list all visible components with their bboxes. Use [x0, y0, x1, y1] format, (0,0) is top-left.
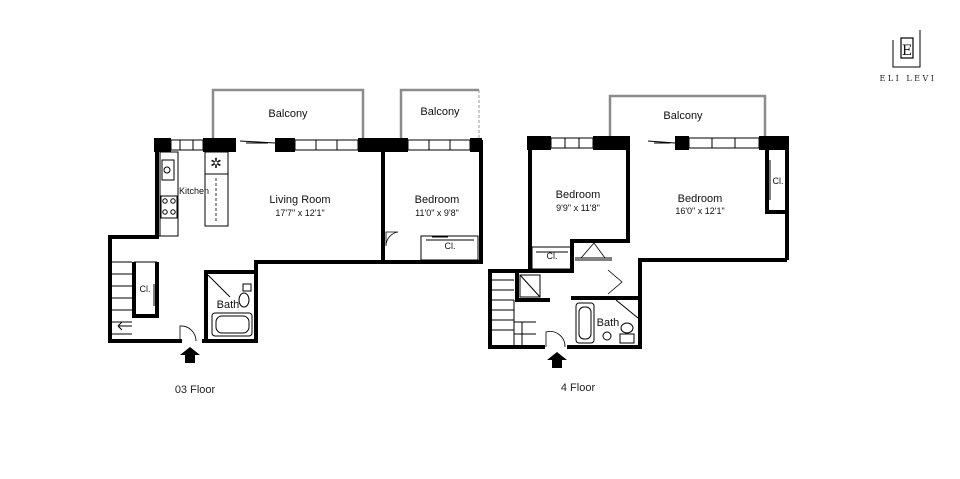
room-label: Bedroom: [415, 194, 460, 206]
door-swing-icon: [545, 331, 566, 348]
fan-icon: ✲: [210, 155, 222, 171]
room-label: Bath: [217, 299, 240, 311]
room-label: Balcony: [663, 110, 703, 122]
room-dimensions: 11'0" x 9'8": [415, 208, 459, 218]
room-label: Bedroom: [678, 193, 723, 205]
stairs-icon: [492, 279, 536, 345]
floor-plan-4: Balcony Bedroom 9'9" x 11'8" Bedroom 16'…: [488, 94, 789, 394]
window-icon: [170, 139, 204, 151]
room-dimensions: 17'7" x 12'1": [275, 208, 324, 218]
floor-caption: 03 Floor: [175, 384, 216, 396]
brand-monogram: E: [902, 43, 912, 59]
bathtub-icon: [575, 302, 595, 344]
floor-caption: 4 Floor: [561, 382, 596, 394]
room-dimensions: 16'0" x 12'1": [675, 206, 724, 216]
balcony-railing: [608, 94, 767, 138]
door-swing-icon: [607, 269, 623, 295]
room-label: Balcony: [268, 108, 308, 120]
room-label: Cl.: [140, 284, 151, 294]
bathtub-icon: [211, 312, 253, 337]
window-icon: [407, 139, 471, 151]
door-swing-icon: [580, 242, 606, 259]
sink-icon: [161, 159, 175, 181]
room-label: Kitchen: [179, 186, 209, 196]
room-label: Balcony: [420, 106, 460, 118]
entry-arrow-icon: [180, 347, 200, 363]
room-label: Cl.: [547, 251, 558, 261]
door-swing-icon: [179, 325, 197, 342]
brand-logo-icon: E: [892, 30, 921, 68]
entry-arrow-icon: [547, 352, 567, 368]
toilet-icon: [619, 322, 635, 344]
room-label: Cl.: [773, 176, 784, 186]
window-icon: [294, 139, 359, 151]
stove-icon: [160, 195, 178, 219]
sink-icon: [602, 331, 612, 341]
room-label: Bath: [597, 317, 620, 329]
balcony-railing: [211, 88, 365, 140]
room-dimensions: 9'9" x 11'8": [556, 203, 600, 213]
room-label: Bedroom: [556, 189, 601, 201]
floor-plan-03: ✲ Balcony: [108, 88, 483, 396]
toilet-icon: [238, 283, 252, 308]
balcony-railing: [399, 88, 479, 140]
brand-name: ELI LEVI: [880, 74, 937, 83]
window-icon: [550, 137, 594, 149]
room-label: Living Room: [269, 194, 330, 206]
window-icon: [688, 137, 760, 149]
stairs-icon: [112, 261, 132, 335]
room-label: Cl.: [445, 241, 456, 251]
door-swing-icon: [385, 231, 399, 247]
